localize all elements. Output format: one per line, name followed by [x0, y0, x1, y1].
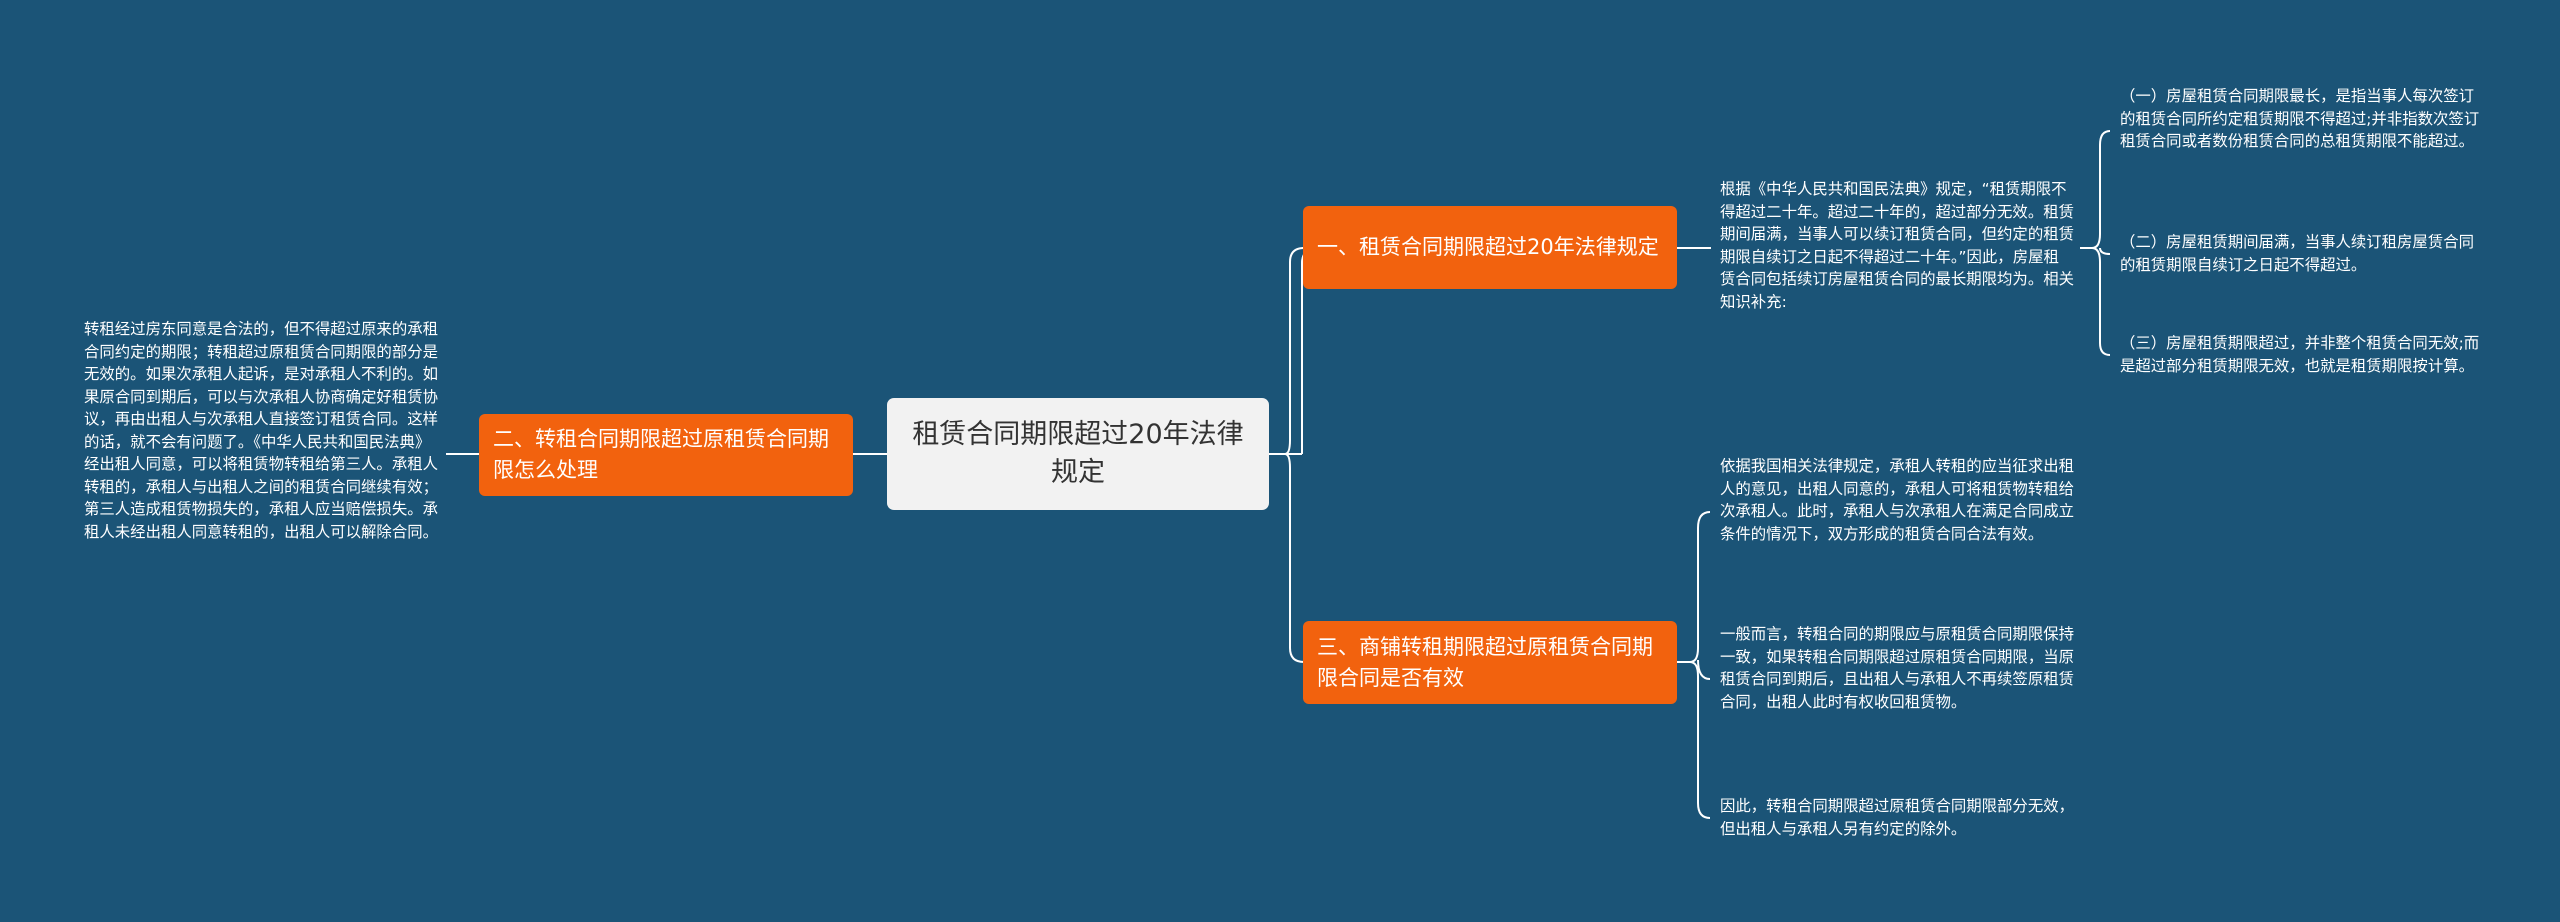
- branch-3-detail-1: 依据我国相关法律规定，承租人转租的应当征求出租人的意见，出租人同意的，承租人可将…: [1720, 455, 2074, 545]
- branch-1-detail-2: （二）房屋租赁期间届满，当事人续订租房屋赁合同的租赁期限自续订之日起不得超过。: [2120, 231, 2480, 276]
- root-title: 租赁合同期限超过20年法律规定: [912, 419, 1244, 488]
- connector-trunk-b1: [1284, 247, 1305, 455]
- branch-1-detail-1: （一）房屋租赁合同期限最长，是指当事人每次签订的租赁合同所约定租赁期限不得超过;…: [2120, 85, 2480, 153]
- branch-3-label: 三、商铺转租期限超过原租赁合同期限合同是否有效: [1317, 634, 1653, 690]
- branch-1-node[interactable]: 一、租赁合同期限超过20年法律规定: [1303, 206, 1677, 289]
- branch-1-detail-3: （三）房屋租赁期限超过，并非整个租赁合同无效;而是超过部分租赁期限无效，也就是租…: [2120, 332, 2480, 377]
- branch-3-detail-2: 一般而言，转租合同的期限应与原租赁合同期限保持一致，如果转租合同期限超过原租赁合…: [1720, 623, 2074, 713]
- branch-3-detail-3: 因此，转租合同期限超过原租赁合同期限部分无效，但出租人与承租人另有约定的除外。: [1720, 795, 2074, 840]
- branch-1-label: 一、租赁合同期限超过20年法律规定: [1317, 235, 1659, 259]
- branch-2-label: 二、转租合同期限超过原租赁合同期限怎么处理: [493, 427, 829, 482]
- branch-3-detail-1-text: 依据我国相关法律规定，承租人转租的应当征求出租人的意见，出租人同意的，承租人可将…: [1720, 457, 2074, 543]
- branch-2-node[interactable]: 二、转租合同期限超过原租赁合同期限怎么处理: [479, 414, 853, 496]
- connector-trunk-b3: [1284, 453, 1305, 663]
- connector-bracket-b1: [2091, 130, 2111, 356]
- branch-1-summary: 根据《中华人民共和国民法典》规定，“租赁期限不得超过二十年。超过二十年的，超过部…: [1720, 178, 2074, 313]
- branch-1-detail-2-text: （二）房屋租赁期间届满，当事人续订租房屋赁合同的租赁期限自续订之日起不得超过。: [2120, 233, 2474, 274]
- connector-bracket-b3: [1689, 511, 1711, 819]
- branch-3-detail-3-text: 因此，转租合同期限超过原租赁合同期限部分无效，但出租人与承租人另有约定的除外。: [1720, 797, 2074, 838]
- branch-1-detail-3-text: （三）房屋租赁期限超过，并非整个租赁合同无效;而是超过部分租赁期限无效，也就是租…: [2120, 334, 2480, 375]
- root-node[interactable]: 租赁合同期限超过20年法律规定: [887, 398, 1269, 510]
- branch-1-detail-1-text: （一）房屋租赁合同期限最长，是指当事人每次签订的租赁合同所约定租赁期限不得超过;…: [2120, 87, 2480, 150]
- branch-3-detail-2-text: 一般而言，转租合同的期限应与原租赁合同期限保持一致，如果转租合同期限超过原租赁合…: [1720, 625, 2074, 711]
- branch-2-detail-1: 转租经过房东同意是合法的，但不得超过原来的承租合同约定的期限；转租超过原租赁合同…: [84, 318, 440, 543]
- branch-3-node[interactable]: 三、商铺转租期限超过原租赁合同期限合同是否有效: [1303, 621, 1677, 704]
- branch-1-summary-text: 根据《中华人民共和国民法典》规定，“租赁期限不得超过二十年。超过二十年的，超过部…: [1720, 180, 2074, 311]
- branch-2-detail-1-text: 转租经过房东同意是合法的，但不得超过原来的承租合同约定的期限；转租超过原租赁合同…: [84, 320, 438, 541]
